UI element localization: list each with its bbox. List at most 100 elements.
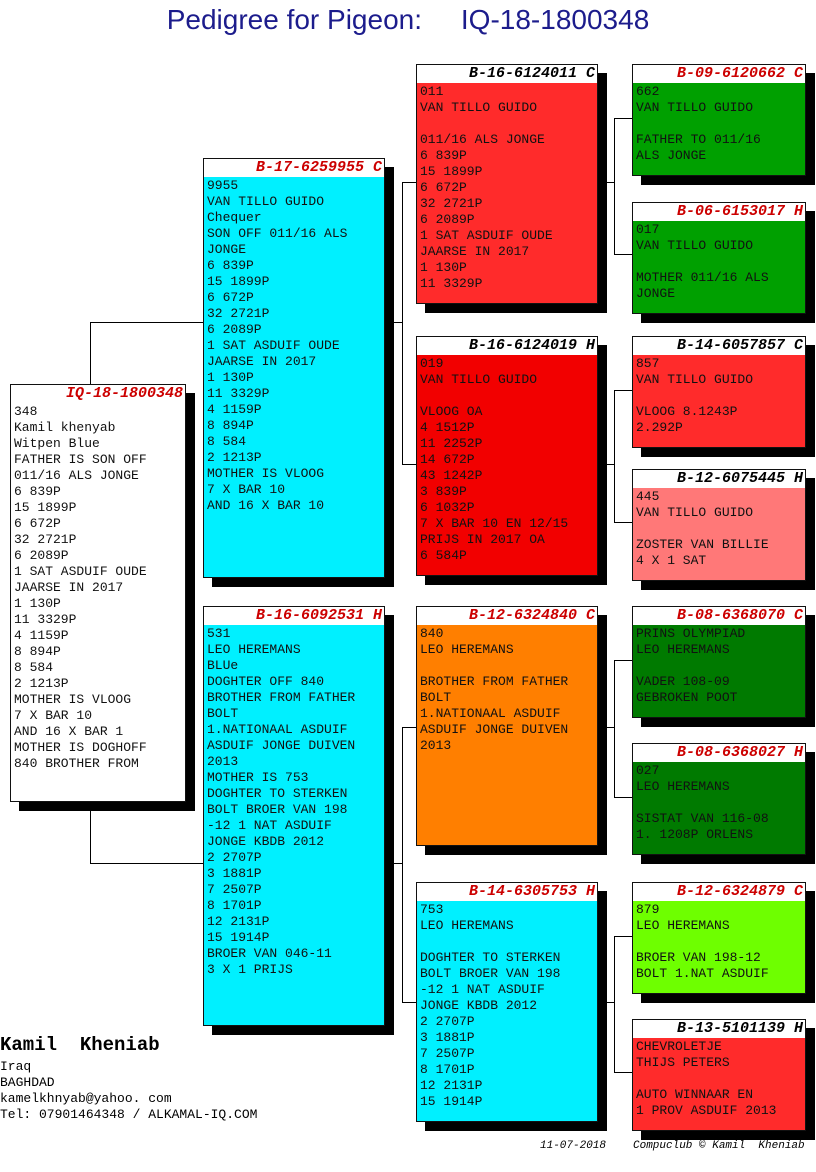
connector-sire-sd <box>402 464 417 465</box>
detail-line <box>420 934 597 950</box>
detail-line: 027 <box>636 763 660 778</box>
detail-line: 445 <box>636 489 660 504</box>
detail-line: VAN TILLO GUIDO <box>207 194 325 209</box>
detail-line: 6 839P <box>420 148 467 163</box>
detail-line: ALS JONGE <box>636 148 707 163</box>
detail-line: 6 1032P <box>420 500 475 515</box>
connector-sd-v <box>614 390 615 523</box>
detail-line: PRINS OLYMPIAD <box>636 626 746 641</box>
detail-line: BAGHDAD <box>0 1075 55 1090</box>
detail-line: 4 1159P <box>14 628 69 643</box>
detail-line: 7 X BAR 10 <box>207 482 286 497</box>
detail-line: LEO HEREMANS <box>636 642 730 657</box>
detail-line: 6 2089P <box>420 212 475 227</box>
detail-line: VLOOG OA <box>420 404 483 419</box>
detail-line: BLUe <box>207 658 239 673</box>
connector-ss-v <box>614 118 615 255</box>
detail-line: 15 1899P <box>207 274 270 289</box>
detail-line: 1. 1208P ORLENS <box>636 827 754 842</box>
breeder-name: Kamil Kheniab <box>0 1034 160 1056</box>
detail-line: 7 2507P <box>207 882 262 897</box>
detail-line: VAN TILLO GUIDO <box>636 372 754 387</box>
detail-line: 11 2252P <box>420 436 483 451</box>
detail-line <box>636 388 805 404</box>
detail-line: MOTHER IS VLOOG <box>14 692 132 707</box>
detail-line: 14 672P <box>420 452 475 467</box>
ring-number: B-12-6075445 H <box>633 470 805 488</box>
detail-line: 3 839P <box>420 484 467 499</box>
detail-line: 8 1701P <box>420 1062 475 1077</box>
detail-line: BROER VAN 198-12 <box>636 950 761 965</box>
connector-dd-h <box>596 1002 615 1003</box>
connector-dam-v <box>402 727 403 1003</box>
connector-sire-v <box>402 182 403 465</box>
detail-line: 3 X 1 PRIJS <box>207 962 293 977</box>
detail-line: JAARSE IN 2017 <box>420 244 530 259</box>
detail-line: DOGHTER OFF 840 <box>207 674 325 689</box>
detail-line: VADER 108-09 <box>636 674 730 689</box>
detail-line <box>636 116 805 132</box>
detail-line: ASDUIF JONGE DUIVEN <box>420 722 569 737</box>
detail-line: 11 3329P <box>420 276 483 291</box>
detail-line: 011 <box>420 84 444 99</box>
detail-line <box>636 1071 805 1087</box>
connector-subject-dam-v <box>90 802 91 864</box>
detail-line: PRIJS IN 2017 OA <box>420 532 545 547</box>
detail-line: 15 1914P <box>420 1094 483 1109</box>
detail-line: VAN TILLO GUIDO <box>420 372 538 387</box>
detail-line: BROTHER FROM FATHER <box>420 674 569 689</box>
detail-line: 2013 <box>207 754 239 769</box>
connector-ds-v <box>614 660 615 798</box>
connector-ds-b <box>614 797 632 798</box>
detail-line: 2.292P <box>636 420 683 435</box>
detail-line: 857 <box>636 356 660 371</box>
detail-line: BOLT <box>207 706 239 721</box>
detail-line: VAN TILLO GUIDO <box>420 100 538 115</box>
connector-ds-a <box>614 660 632 661</box>
connector-ss-h <box>596 182 615 183</box>
detail-line: VAN TILLO GUIDO <box>636 238 754 253</box>
detail-line: JONGE KBDB 2012 <box>207 834 325 849</box>
ring-number: B-13-5101139 H <box>633 1020 805 1038</box>
detail-line: 8 1701P <box>207 898 262 913</box>
detail-line: 32 2721P <box>207 306 270 321</box>
connector-dd-v <box>614 936 615 1073</box>
detail-line: 11 3329P <box>207 386 270 401</box>
detail-line: 879 <box>636 902 660 917</box>
detail-line: 017 <box>636 222 660 237</box>
detail-line: VLOOG 8.1243P <box>636 404 738 419</box>
connector-dam-h <box>384 863 403 864</box>
detail-line: DOGHTER TO STERKEN <box>207 786 348 801</box>
print-date: 11-07-2018 <box>540 1140 607 1152</box>
detail-line: DOGHTER TO STERKEN <box>420 950 561 965</box>
detail-line: 3 1881P <box>207 866 262 881</box>
detail-line: 1 130P <box>207 370 254 385</box>
detail-line: THIJS PETERS <box>636 1055 730 1070</box>
detail-line: 32 2721P <box>420 196 483 211</box>
detail-line: MOTHER 011/16 ALS <box>636 270 769 285</box>
detail-line <box>420 388 597 404</box>
detail-line: 4 1512P <box>420 420 475 435</box>
detail-line: FATHER IS SON OFF <box>14 452 147 467</box>
detail-line: 15 1899P <box>14 500 77 515</box>
detail-line: 15 1914P <box>207 930 270 945</box>
